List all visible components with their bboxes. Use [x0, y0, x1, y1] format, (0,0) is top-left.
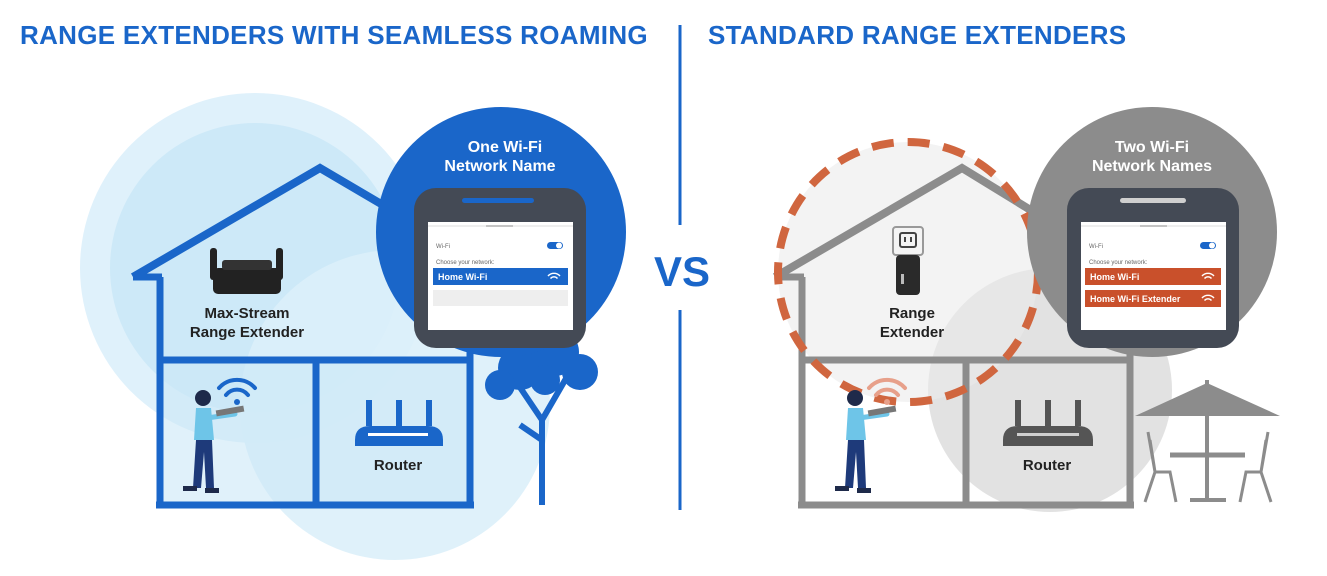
- right-extender-label-line2: Extender: [880, 324, 944, 341]
- wifi-icon-row1: [1201, 272, 1215, 280]
- left-router-icon: [355, 400, 443, 446]
- left-heading: RANGE EXTENDERS WITH SEAMLESS ROAMING: [20, 20, 648, 50]
- max-stream-extender-device: [210, 248, 283, 294]
- wifi-icon: [547, 272, 561, 280]
- phone-choose-label-right: Choose your network:: [1089, 260, 1148, 266]
- phone-wifi-label-right: Wi-Fi: [1089, 244, 1103, 250]
- left-extender-label-line2: Range Extender: [190, 324, 304, 341]
- plug-in-extender-device: [892, 226, 924, 295]
- one-network-bubble: One Wi-Fi Network Name Wi-Fi Choose your…: [376, 107, 626, 357]
- right-heading: STANDARD RANGE EXTENDERS: [708, 20, 1127, 50]
- network-row-home-wifi[interactable]: [433, 268, 568, 285]
- wifi-icon-row2: [1201, 294, 1215, 302]
- bubble-title-line1: One Wi-Fi: [468, 139, 543, 156]
- network-row-2-label: Home Wi-Fi Extender: [1090, 294, 1181, 304]
- vs-label: VS: [654, 248, 710, 295]
- network-row-label: Home Wi-Fi: [438, 272, 487, 282]
- right-router-icon: [1003, 400, 1093, 446]
- wifi-signal-icon-right: [867, 377, 907, 405]
- network-row-home-wifi-right[interactable]: [1085, 268, 1221, 285]
- right-router-label: Router: [1023, 457, 1071, 474]
- patio-umbrella-illustration: [1135, 380, 1280, 503]
- left-house: [130, 163, 508, 509]
- right-extender-label-line1: Range: [889, 305, 935, 322]
- network-row-1-label: Home Wi-Fi: [1090, 272, 1139, 282]
- network-row-home-wifi-extender[interactable]: [1085, 290, 1221, 307]
- person-with-laptop-left: [183, 390, 245, 493]
- phone-choose-label: Choose your network:: [436, 260, 495, 266]
- bubble-title-line2-right: Network Names: [1092, 158, 1212, 175]
- bubble-title-line2: Network Name: [444, 158, 555, 175]
- wifi-signal-icon-left: [217, 377, 257, 405]
- phone-wifi-label: Wi-Fi: [436, 244, 450, 250]
- person-with-laptop-right: [835, 390, 897, 493]
- two-networks-bubble: Two Wi-Fi Network Names Wi-Fi Choose you…: [1027, 107, 1277, 357]
- bubble-title-line1-right: Two Wi-Fi: [1115, 139, 1189, 156]
- left-extender-label-line1: Max-Stream: [204, 305, 289, 322]
- left-router-label: Router: [374, 457, 422, 474]
